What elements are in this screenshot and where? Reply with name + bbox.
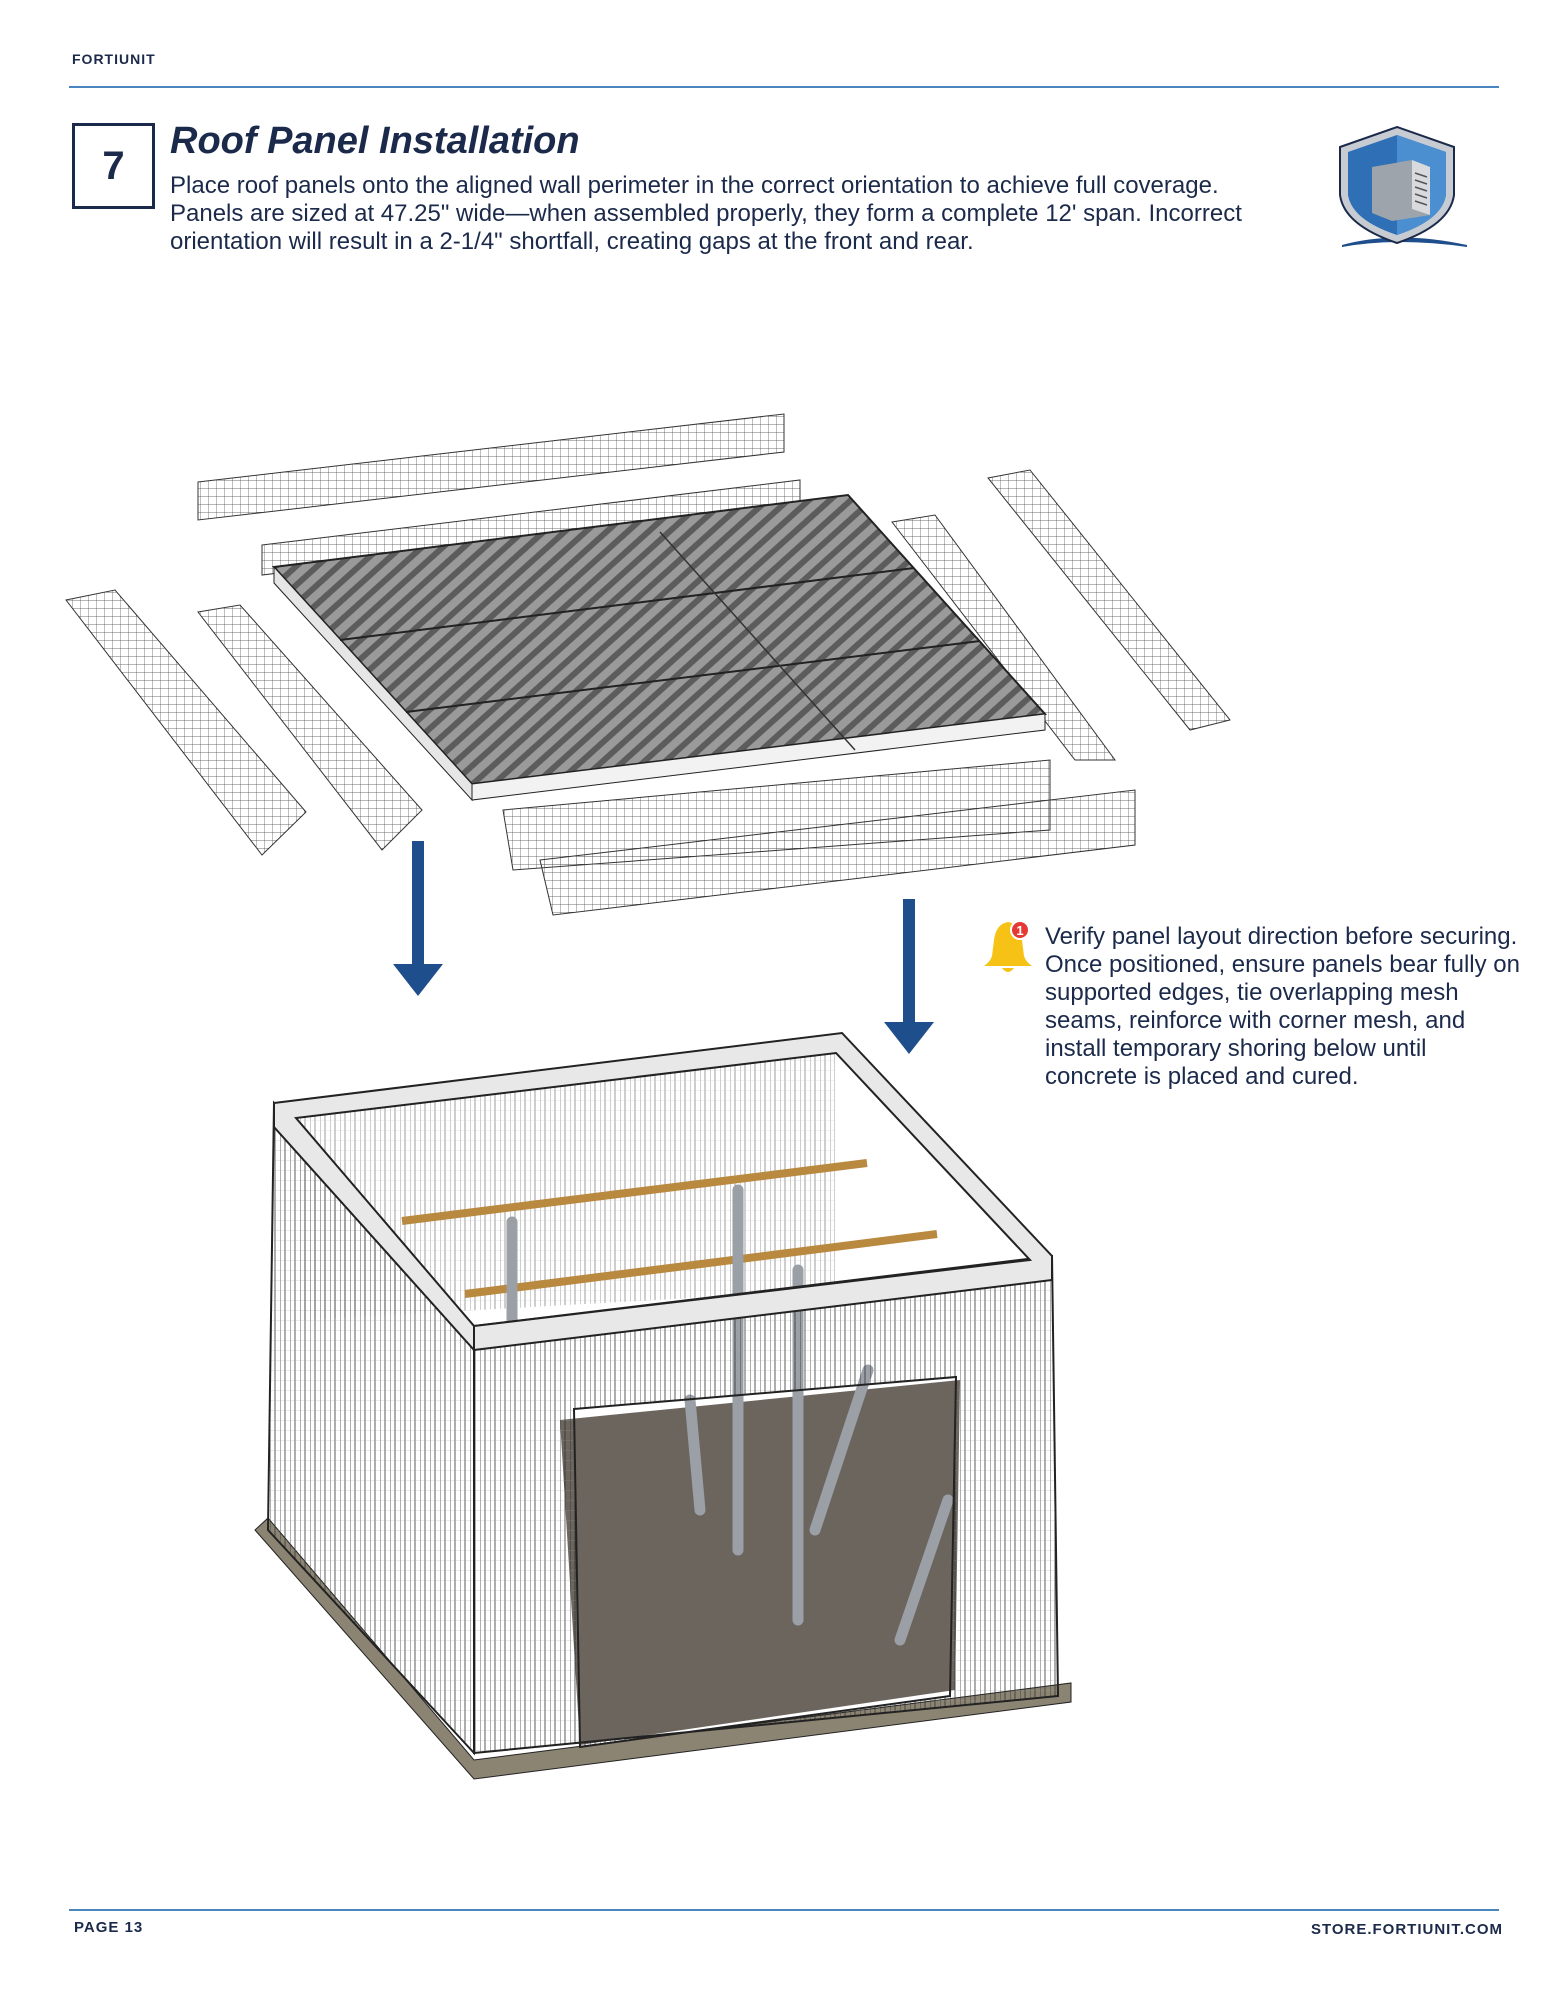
step-description: Place roof panels onto the aligned wall … (170, 172, 1242, 255)
mesh-strip (197, 413, 785, 521)
brand-name: FORTIUNIT (72, 51, 156, 67)
footer-rule (69, 1909, 1499, 1911)
mesh-strip (197, 604, 423, 851)
page-title: Roof Panel Installation (170, 120, 580, 162)
floor (560, 1380, 960, 1745)
back-wall (300, 1045, 835, 1320)
page-number: PAGE 13 (74, 1919, 144, 1936)
mesh-strip (539, 789, 1136, 916)
down-arrow-icon (393, 841, 443, 996)
step-number: 7 (72, 123, 155, 209)
notification-badge (1010, 920, 1030, 940)
beam (464, 1230, 938, 1298)
beam (401, 1159, 868, 1225)
svg-text:1: 1 (1016, 923, 1023, 938)
bell-icon: 1 (984, 920, 1032, 972)
down-arrow-icon (884, 899, 934, 1054)
header-rule (69, 86, 1499, 88)
mesh-strip (65, 589, 307, 856)
wall-structure (254, 1031, 1072, 1780)
note-text: Verify panel layout direction before sec… (1045, 923, 1520, 1090)
roof-panels (271, 493, 1048, 802)
mesh-strip (987, 469, 1231, 731)
fortiunit-logo (1339, 125, 1467, 247)
store-link[interactable]: STORE.FORTIUNIT.COM (1310, 1921, 1503, 1938)
wall-top-rim (273, 1031, 1053, 1353)
